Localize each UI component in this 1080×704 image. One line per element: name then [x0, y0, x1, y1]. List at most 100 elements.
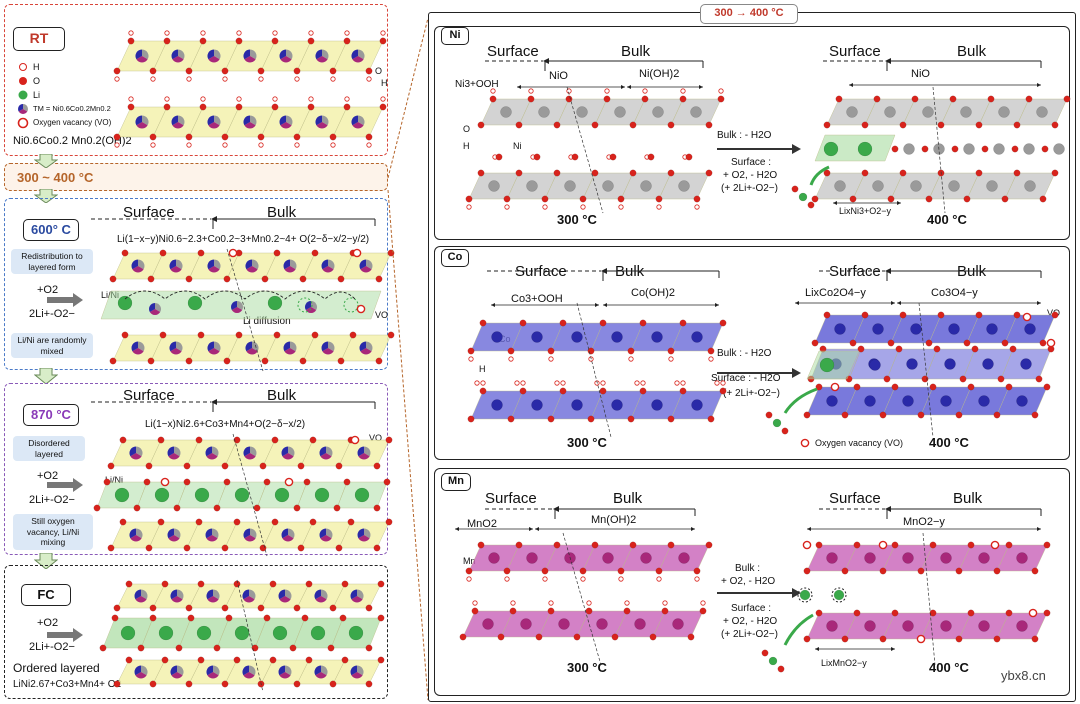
arrow-head	[595, 303, 599, 307]
ni-surface-reaction-2: + O2, - H2O	[723, 170, 778, 181]
hydrogen-atom	[308, 30, 314, 36]
oxygen-atom	[329, 133, 337, 141]
hydrogen-atom	[708, 356, 714, 362]
hydrogen-atom	[272, 96, 278, 102]
hydrogen-atom	[366, 142, 372, 148]
oxygen-atom	[705, 541, 713, 549]
mn-surface-reaction-2: + O2, - H2O	[723, 616, 778, 627]
nickel-atom	[922, 106, 934, 118]
manganese-atom	[596, 618, 608, 630]
co-bulk-reaction: Bulk : - H2O	[717, 348, 772, 359]
down-arrow-4	[34, 553, 58, 569]
s870-lattice	[47, 399, 393, 557]
mn-bulk-reaction: Bulk :	[735, 563, 761, 574]
cobalt-atom	[491, 399, 503, 411]
oxygen-atom	[937, 311, 945, 319]
li-incorporation-arrow	[809, 165, 830, 186]
oxygen-atom	[591, 121, 599, 129]
manganese-atom	[640, 552, 652, 564]
oxygen-vacancy	[1028, 608, 1038, 618]
oxygen-atom	[341, 580, 349, 588]
oxygen-atom	[823, 121, 831, 129]
oxygen-atom	[917, 411, 925, 419]
cobalt-atom	[982, 358, 994, 370]
arrow-head	[627, 85, 631, 89]
oxygen-atom	[1009, 345, 1017, 353]
hydrogen-atom	[674, 380, 680, 386]
hydrogen-atom	[504, 204, 510, 210]
oxygen-atom	[1005, 541, 1013, 549]
transition-metal-atom	[304, 301, 318, 314]
transition-metal-atom	[315, 49, 329, 63]
oxygen-atom	[183, 478, 191, 486]
co-phase-surface: Co3+OOH	[511, 293, 563, 305]
oxygen-atom	[811, 339, 819, 347]
oxygen-atom	[233, 518, 241, 526]
oxygen-atom	[375, 357, 383, 365]
oxygen-atom	[1031, 411, 1039, 419]
s600-li-diffusion: Li diffusion	[243, 316, 291, 327]
cobalt-atom	[1024, 323, 1036, 335]
oxygen-atom	[803, 567, 811, 575]
oxygen-atom	[147, 357, 155, 365]
transition-metal-atom	[278, 589, 292, 603]
oxygen-atom	[861, 311, 869, 319]
oxygen-atom	[337, 275, 345, 283]
oxygen-atom	[465, 195, 473, 203]
oxygen-atom	[263, 478, 271, 486]
mn-phase-2: Mn(OH)2	[591, 514, 637, 526]
oxygen-atom	[257, 604, 265, 612]
oxygen-atom	[1051, 121, 1059, 129]
arrow-head	[807, 527, 811, 531]
oxygen-atom	[519, 387, 527, 395]
s870-vo: VO	[369, 433, 383, 443]
oxygen-atom	[921, 375, 929, 383]
hydrogen-atom	[680, 380, 686, 386]
hydrogen-atom	[668, 356, 674, 362]
oxygen-atom	[311, 331, 319, 339]
oxygen-atom	[269, 580, 277, 588]
oxygen-atom	[233, 580, 241, 588]
transition-metal-atom	[207, 115, 221, 129]
rt-tag: RT	[13, 27, 65, 51]
s600-o2: +O2	[37, 284, 59, 296]
oxygen-atom	[641, 95, 649, 103]
arrow-head	[815, 647, 819, 651]
oxygen-atom	[121, 331, 129, 339]
hydrogen-atom	[694, 576, 700, 582]
cobalt-atom	[691, 331, 703, 343]
oxygen-atom	[293, 67, 301, 75]
oxygen-atom	[377, 580, 385, 588]
oxygen-atom	[707, 415, 715, 423]
mn-bottom-label: LixMnO2−y	[821, 658, 867, 668]
oxygen-atom	[335, 544, 343, 552]
oxygen-atom	[629, 541, 637, 549]
oxygen-atom	[853, 383, 861, 391]
mn-mn-label: Mn	[463, 556, 476, 566]
oxygen-atom	[857, 345, 865, 353]
manganese-atom	[940, 552, 952, 564]
oxygen-atom	[1013, 121, 1021, 129]
oxygen-atom	[823, 311, 831, 319]
oxygen-atom	[343, 103, 351, 111]
oxygen-atom	[127, 103, 135, 111]
oxygen-atom	[271, 37, 279, 45]
oxygen-atom	[1043, 383, 1051, 391]
oxygen-atom	[955, 411, 963, 419]
ni-surface-right: Surface	[829, 43, 881, 60]
oxygen-atom	[955, 635, 963, 643]
oxygen-atom	[1043, 609, 1051, 617]
transition-metal-atom	[129, 446, 143, 460]
oxygen-atom	[365, 644, 373, 652]
rt-o-label: O	[375, 66, 383, 76]
oxygen-atom	[261, 357, 269, 365]
oxygen-atom	[815, 609, 823, 617]
oxygen-atom	[849, 339, 857, 347]
transition-metal-atom	[206, 589, 220, 603]
arrow-head	[691, 527, 695, 531]
hydrogen-atom	[128, 30, 134, 36]
oxygen-atom	[113, 67, 121, 75]
cobalt-atom	[986, 323, 998, 335]
s870-bulk: Bulk	[267, 387, 297, 404]
oxygen-atom	[781, 427, 789, 435]
